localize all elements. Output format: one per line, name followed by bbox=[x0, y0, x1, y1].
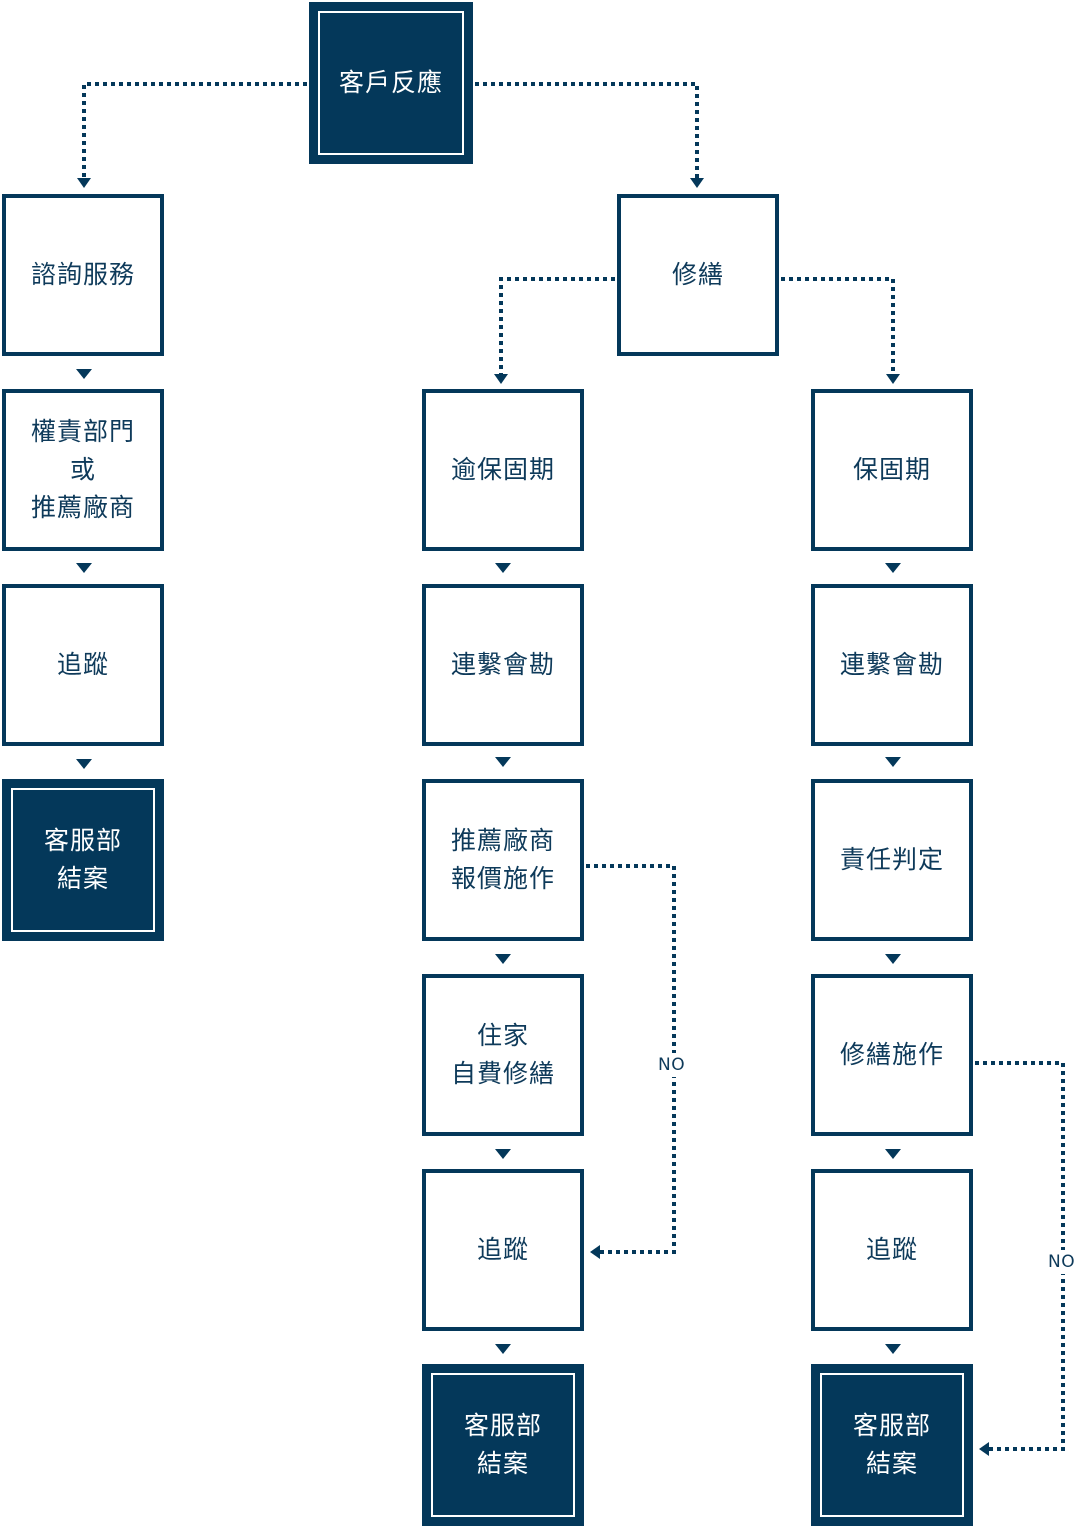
expired-step-2-text: 推薦廠商 bbox=[450, 826, 555, 855]
warranty-step-3-text: 修繕施作 bbox=[839, 1040, 944, 1069]
warranty-step-4: 追蹤 bbox=[811, 1169, 973, 1331]
expired-close-node-text: 客服部 bbox=[463, 1411, 542, 1440]
expired-step-1-text: 連繫會勘 bbox=[450, 650, 555, 679]
connector-repair-warranty bbox=[781, 277, 895, 374]
arrow-warranty-1 bbox=[885, 563, 901, 573]
warranty-step-1: 連繫會勘 bbox=[811, 584, 973, 746]
repair-node-text: 修繕 bbox=[671, 260, 724, 289]
arrow-warranty-2 bbox=[885, 757, 901, 767]
connector-root-repair bbox=[475, 82, 699, 178]
expired-step-1: 連繫會勘 bbox=[422, 584, 584, 746]
arrow-warranty-5 bbox=[885, 1344, 901, 1354]
root-node-text: 客戶反應 bbox=[338, 68, 443, 97]
arrowhead-repair-warranty bbox=[886, 374, 900, 384]
expired-step-3-text: 住家 bbox=[476, 1021, 529, 1050]
expired-close-node-text: 結案 bbox=[476, 1449, 529, 1478]
consult-close-node-text: 客服部 bbox=[43, 826, 122, 855]
consult-step-2-text: 追蹤 bbox=[56, 650, 109, 679]
arrow-expired-5 bbox=[495, 1344, 511, 1354]
arrow-warranty-4 bbox=[885, 1149, 901, 1159]
warranty-step-4-text: 追蹤 bbox=[865, 1235, 918, 1264]
warranty-node: 保固期 bbox=[811, 389, 973, 551]
root-node: 客戶反應 bbox=[309, 2, 473, 164]
expired-warranty-node-text: 逾保固期 bbox=[450, 455, 555, 484]
expired-step-2: 推薦廠商報價施作 bbox=[422, 779, 584, 941]
consult-close-node-text: 結案 bbox=[56, 864, 109, 893]
arrow-consult-2 bbox=[76, 563, 92, 573]
consult-step-1-text: 推薦廠商 bbox=[30, 493, 135, 522]
expired-step-3: 住家自費修繕 bbox=[422, 974, 584, 1136]
arrow-expired-4 bbox=[495, 1149, 511, 1159]
arrow-expired-3 bbox=[495, 954, 511, 964]
expired-step-2-text: 報價施作 bbox=[450, 864, 555, 893]
arrowhead-no-warranty bbox=[979, 1442, 989, 1456]
consult-step-1: 權責部門或推薦廠商 bbox=[2, 389, 164, 551]
no-label-warranty: NO bbox=[1048, 1250, 1076, 1274]
consult-step-2: 追蹤 bbox=[2, 584, 164, 746]
arrowhead-no-expired bbox=[590, 1245, 600, 1259]
expired-step-3-text: 自費修繕 bbox=[450, 1059, 555, 1088]
arrow-warranty-3 bbox=[885, 954, 901, 964]
arrow-expired-2 bbox=[495, 757, 511, 767]
warranty-close-node: 客服部結案 bbox=[811, 1364, 973, 1526]
expired-step-4: 追蹤 bbox=[422, 1169, 584, 1331]
warranty-node-text: 保固期 bbox=[852, 455, 931, 484]
expired-close-node: 客服部結案 bbox=[422, 1364, 584, 1526]
consult-step-1-text: 或 bbox=[69, 455, 96, 484]
arrowhead-repair-expired bbox=[494, 374, 508, 384]
warranty-close-node-text: 結案 bbox=[865, 1449, 918, 1478]
connector-root-consult bbox=[82, 82, 307, 178]
arrow-consult-1 bbox=[76, 369, 92, 379]
expired-warranty-node: 逾保固期 bbox=[422, 389, 584, 551]
arrowhead-root-consult bbox=[77, 178, 91, 188]
consult-node-text: 諮詢服務 bbox=[30, 260, 135, 289]
consult-step-1-text: 權責部門 bbox=[30, 417, 135, 446]
arrow-expired-1 bbox=[495, 563, 511, 573]
consult-node: 諮詢服務 bbox=[2, 194, 164, 356]
repair-node: 修繕 bbox=[617, 194, 779, 356]
warranty-close-node-text: 客服部 bbox=[852, 1411, 931, 1440]
warranty-step-2-text: 責任判定 bbox=[839, 845, 944, 874]
arrowhead-root-repair bbox=[690, 178, 704, 188]
arrow-consult-3 bbox=[76, 759, 92, 769]
warranty-step-2: 責任判定 bbox=[811, 779, 973, 941]
consult-close-node: 客服部結案 bbox=[2, 779, 164, 941]
warranty-step-3: 修繕施作 bbox=[811, 974, 973, 1136]
expired-step-4-text: 追蹤 bbox=[476, 1235, 529, 1264]
connector-repair-expired bbox=[499, 277, 615, 374]
no-label-expired: NO bbox=[658, 1053, 686, 1077]
warranty-step-1-text: 連繫會勘 bbox=[839, 650, 944, 679]
